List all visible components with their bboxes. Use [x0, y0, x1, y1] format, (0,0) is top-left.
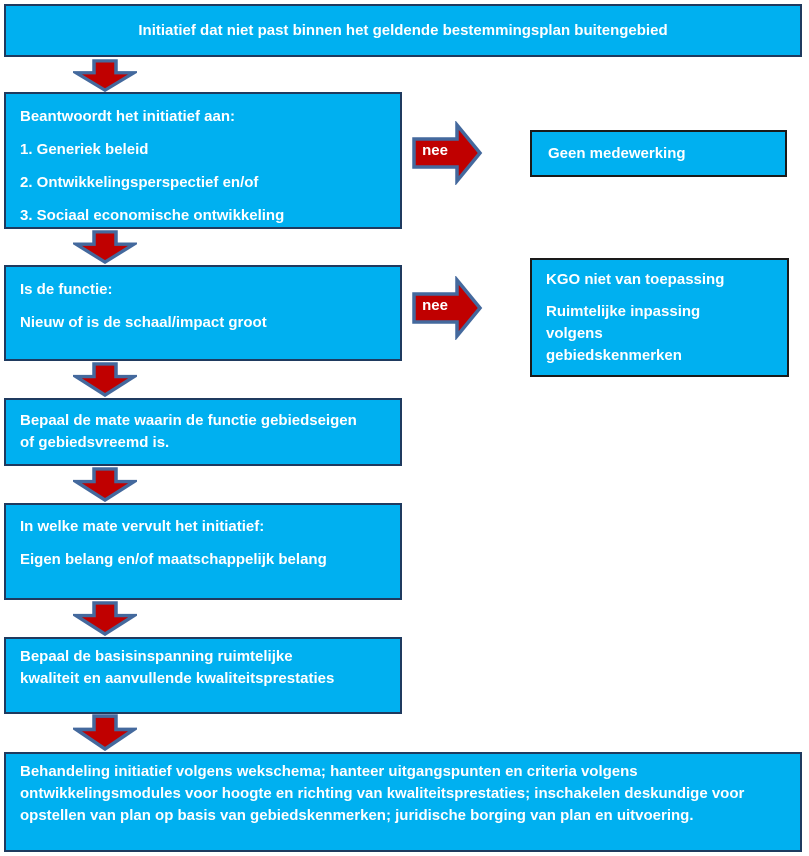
mate-text: Bepaal de mate waarin de functie gebieds… [20, 412, 357, 451]
basisinspanning-node: Bepaal de basisinspanning ruimtelijke kw… [4, 637, 402, 714]
belang-heading: In welke mate vervult het initiatief: [20, 518, 265, 535]
nee-arrow-1: nee [411, 121, 483, 185]
outcome-node-kgo: KGO niet van toepassing Ruimtelijke inpa… [530, 258, 789, 377]
nee-label: nee [422, 297, 448, 314]
criteria-item-3: 3. Sociaal economische ontwikkeling [20, 207, 285, 224]
flow-arrow-3 [73, 362, 137, 397]
end-node-text: Behandeling initiatief volgens wekschema… [20, 763, 745, 824]
arrow-down-icon [73, 714, 137, 751]
criteria-item-2: 2. Ontwikkelingsperspectief en/of [20, 174, 259, 191]
criteria-node: Beantwoordt het initiatief aan: 1. Gener… [4, 92, 402, 229]
arrow-right-icon [412, 276, 483, 340]
end-node: Behandeling initiatief volgens wekschema… [4, 752, 802, 852]
kgo-line-2: Ruimtelijke inpassing volgens gebiedsken… [546, 303, 701, 364]
arrow-down-icon [73, 467, 137, 502]
nee-label: nee [422, 142, 448, 159]
belang-body: Eigen belang en/of maatschappelijk belan… [20, 551, 327, 568]
start-node-text: Initiatief dat niet past binnen het geld… [138, 21, 668, 39]
outcome-node-geen-medewerking: Geen medewerking [530, 130, 787, 177]
arrow-down-icon [73, 362, 137, 397]
flow-arrow-1 [73, 59, 137, 92]
mate-node: Bepaal de mate waarin de functie gebieds… [4, 398, 402, 466]
nee-arrow-2: nee [411, 276, 483, 340]
flow-arrow-6 [73, 714, 137, 751]
outcome-text: Geen medewerking [548, 144, 686, 162]
kgo-line-1: KGO niet van toepassing [546, 271, 725, 288]
functie-body: Nieuw of is de schaal/impact groot [20, 314, 267, 331]
criteria-item-1: 1. Generiek beleid [20, 141, 149, 158]
basisinspanning-text: Bepaal de basisinspanning ruimtelijke kw… [20, 648, 335, 687]
flow-arrow-4 [73, 467, 137, 502]
belang-node: In welke mate vervult het initiatief: Ei… [4, 503, 402, 600]
start-node: Initiatief dat niet past binnen het geld… [4, 4, 802, 57]
functie-node: Is de functie: Nieuw of is de schaal/imp… [4, 265, 402, 361]
arrow-right-icon [412, 121, 483, 185]
arrow-down-icon [73, 601, 137, 636]
arrow-down-icon [73, 59, 137, 92]
arrow-down-icon [73, 230, 137, 264]
functie-heading: Is de functie: [20, 281, 113, 298]
criteria-heading: Beantwoordt het initiatief aan: [20, 108, 236, 125]
flow-arrow-5 [73, 601, 137, 636]
flow-arrow-2 [73, 230, 137, 264]
